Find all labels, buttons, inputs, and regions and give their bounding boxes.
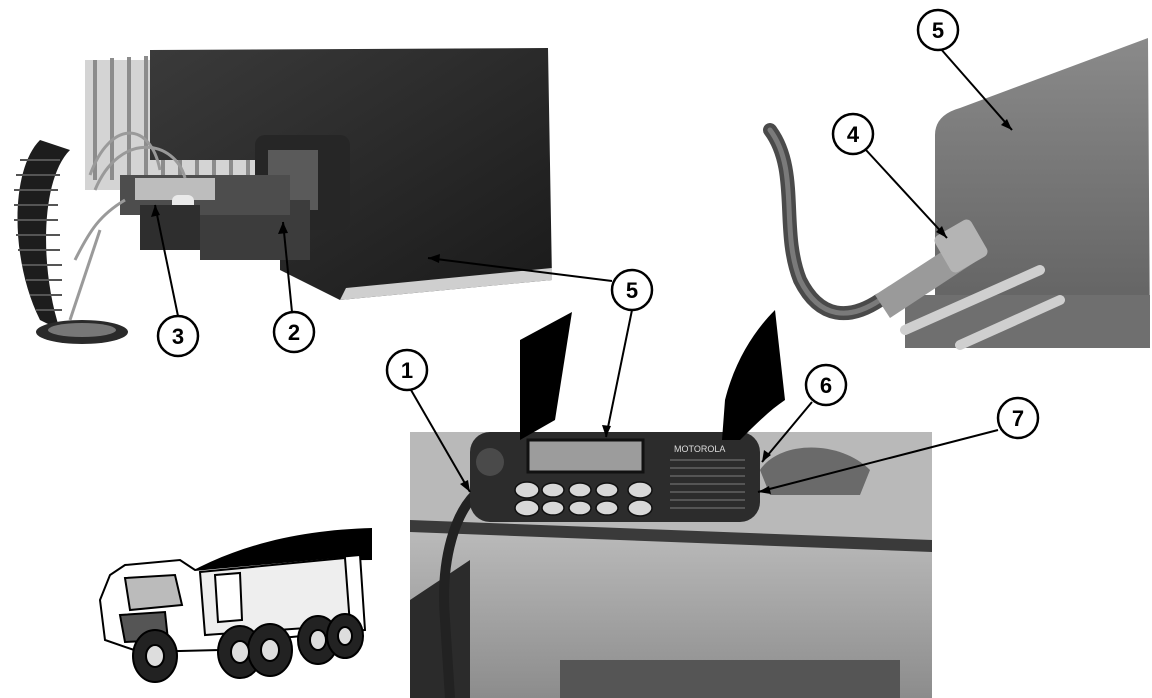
callout-1: 1 — [387, 350, 427, 390]
callout-6-label: 6 — [820, 373, 832, 398]
radio-mounted-photo: MOTOROLA — [410, 432, 932, 698]
callout-5-top-right: 5 — [918, 10, 958, 50]
callout-5-center: 5 — [612, 270, 652, 310]
callout-5b-label: 5 — [626, 278, 638, 303]
radio-rear-detail-photo — [14, 48, 552, 344]
callout-4: 4 — [833, 114, 873, 154]
callout-5a-label: 5 — [932, 18, 944, 43]
callout-3: 3 — [158, 316, 198, 356]
callout-7-label: 7 — [1012, 406, 1024, 431]
vehicle-locator-drawing — [100, 555, 365, 682]
callout-6: 6 — [806, 365, 846, 405]
callout-1-label: 1 — [401, 358, 413, 383]
callout-2-label: 2 — [288, 320, 300, 345]
callout-3-label: 3 — [172, 324, 184, 349]
callout-7: 7 — [998, 398, 1038, 438]
cable-connection-detail-photo — [770, 38, 1150, 348]
radio-brand-label: MOTOROLA — [674, 444, 725, 454]
callout-4-label: 4 — [847, 122, 860, 147]
callout-2: 2 — [274, 312, 314, 352]
